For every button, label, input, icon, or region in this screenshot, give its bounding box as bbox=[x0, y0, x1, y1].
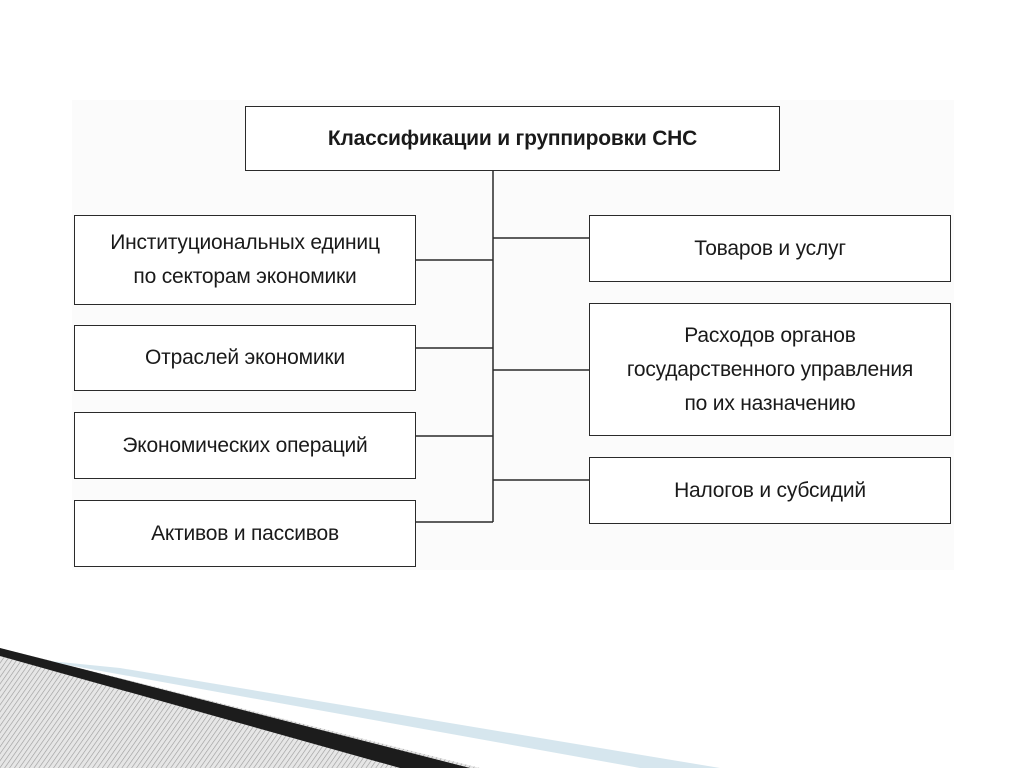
left-node-assets-liabilities: Активов и пассивов bbox=[74, 500, 416, 567]
root-node-label: Классификации и группировки СНС bbox=[327, 126, 698, 150]
root-node: Классификации и группировки СНС bbox=[245, 106, 780, 171]
node-text-line: Расходов органов bbox=[684, 323, 856, 347]
right-node-taxes-subsidies: Налогов и субсидий bbox=[589, 457, 951, 524]
node-text-line: Экономических операций bbox=[122, 433, 368, 457]
node-text-line: Институциональных единиц bbox=[110, 231, 380, 254]
light-blue-stripe bbox=[40, 660, 720, 768]
node-text-line: Отраслей экономики bbox=[145, 346, 345, 369]
dark-stripe bbox=[0, 648, 470, 768]
right-node-goods-services: Товаров и услуг bbox=[589, 215, 951, 282]
hatched-stripe bbox=[0, 648, 480, 768]
right-node-government-expenditure: Расходов органов государственного управл… bbox=[589, 303, 951, 436]
left-node-industries: Отраслей экономики bbox=[74, 325, 416, 391]
left-node-institutional-units: Институциональных единиц по секторам эко… bbox=[74, 215, 416, 305]
left-node-economic-operations: Экономических операций bbox=[74, 412, 416, 479]
node-text-line: Активов и пассивов bbox=[151, 521, 339, 545]
node-text-line: по их назначению bbox=[684, 391, 856, 415]
node-text-line: Товаров и услуг bbox=[694, 236, 846, 260]
node-text-line: государственного управления bbox=[626, 357, 914, 381]
node-text-line: Налогов и субсидий bbox=[674, 478, 866, 502]
node-text-line: по секторам экономики bbox=[133, 265, 357, 288]
